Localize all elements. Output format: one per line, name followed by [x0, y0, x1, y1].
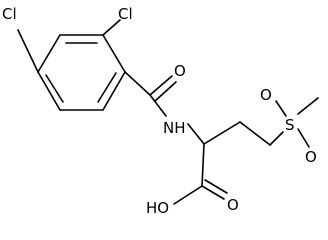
- bond-c-oh: [173, 185, 203, 205]
- atom-sulfur: S: [285, 116, 295, 134]
- bond-ring-5: [37, 71, 61, 111]
- bond-s-o-upper: [275, 100, 287, 117]
- bond-co-a: [149, 75, 173, 96]
- bond-n-calpha: [187, 123, 205, 145]
- atom-sulfonyl-oxygen-upper: O: [260, 86, 272, 104]
- bond-ring-inner-2: [97, 72, 117, 103]
- atom-hydroxyl: HO: [146, 199, 169, 217]
- atom-cl-right: Cl: [118, 5, 133, 23]
- atom-amine-nh: NH: [163, 119, 186, 137]
- bond-calpha-ccooh: [201, 143, 205, 187]
- bond-ring-2: [102, 34, 126, 73]
- bond-co-b: [154, 81, 177, 102]
- bond-cl-right: [102, 19, 121, 36]
- bond-cgamma-s: [269, 131, 284, 146]
- atom-labels: Cl Cl O NH S O O HO O: [2, 5, 317, 217]
- bond-c-o-b: [204, 179, 228, 194]
- structure-diagram: Cl Cl O NH S O O HO O: [2, 5, 319, 217]
- atom-amide-oxygen: O: [174, 62, 186, 80]
- bond-s-o-lower: [297, 128, 310, 148]
- molecule-drawing: Cl Cl O NH S O O HO O: [2, 5, 319, 217]
- bond-ring-3: [102, 71, 126, 111]
- bond-calpha-cbeta: [203, 121, 241, 145]
- atom-cl-left: Cl: [2, 5, 17, 23]
- atom-carbonyl-oxygen: O: [227, 196, 239, 214]
- bond-ring-6: [37, 34, 61, 73]
- bond-ring-carbonyl: [124, 71, 151, 96]
- bond-ring-inner-3: [45, 74, 64, 103]
- bond-s-methyl: [297, 97, 319, 115]
- bond-c-o-a: [201, 185, 225, 200]
- bond-cl-left: [17, 29, 39, 73]
- atom-sulfonyl-oxygen-lower: O: [305, 148, 317, 166]
- bond-c-n: [149, 94, 167, 117]
- bonds: [17, 19, 319, 205]
- bond-cbeta-cgamma: [239, 121, 271, 146]
